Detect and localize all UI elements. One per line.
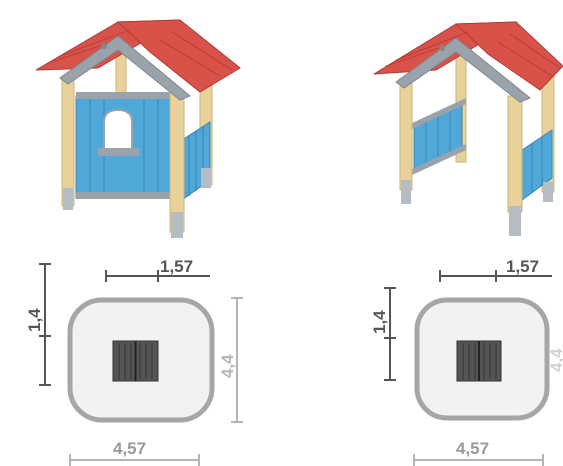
dimension-label-top-width: 1,57 [506, 257, 539, 276]
product-diagram-right: 1,57 1,4 4,4 [370, 21, 563, 466]
product-panel-left: 1,57 1,4 4,4 [25, 19, 243, 466]
dimension-bottom-width-right: 4,57 [413, 439, 544, 466]
dimension-bottom-width-left: 4,57 [69, 439, 200, 466]
dimension-top-width-right: 1,57 [439, 257, 552, 282]
dimension-label-top-width: 1,57 [160, 257, 193, 276]
dimension-left-height-left: 1,4 [25, 263, 51, 386]
dimension-label-right-height: 4,4 [218, 354, 237, 378]
product-panel-right: 1,57 1,4 4,4 [290, 0, 563, 466]
product-diagram-left: 1,57 1,4 4,4 [25, 19, 243, 466]
dimension-right-height-right: 4,4 [547, 348, 563, 372]
playhouse-illustration-left [35, 19, 241, 238]
dimension-right-height-left: 4,4 [218, 297, 243, 423]
dimension-label-left-height: 1,4 [370, 310, 389, 334]
footprint-right [456, 340, 502, 382]
dimension-label-right-height: 4,4 [547, 348, 563, 372]
dimension-top-width-left: 1,57 [105, 257, 210, 282]
footprint-left [112, 340, 159, 382]
dimension-left-height-right: 1,4 [370, 287, 396, 381]
dimension-label-bottom-width: 4,57 [456, 439, 489, 458]
dimension-label-left-height: 1,4 [25, 308, 44, 332]
playhouse-illustration-right [373, 21, 563, 236]
dimension-label-bottom-width: 4,57 [113, 439, 146, 458]
